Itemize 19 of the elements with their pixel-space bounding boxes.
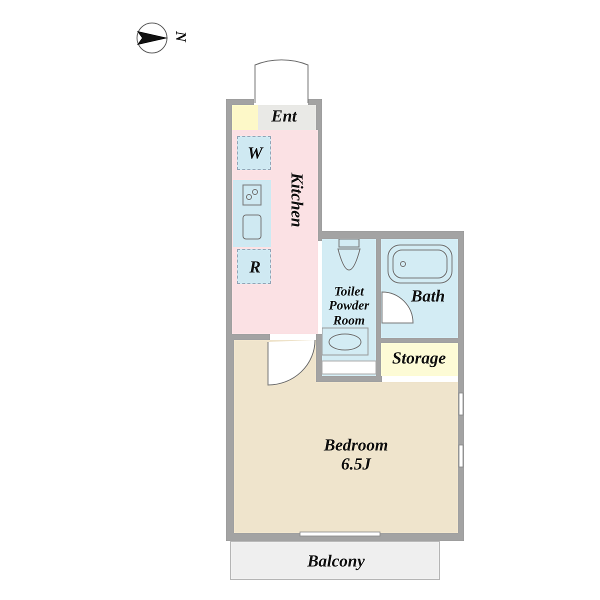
room-name: W [247,144,263,164]
cabinet-area [237,249,271,284]
room-name: Toilet Powder Room [328,284,370,328]
room-name: Bedroom [324,436,388,455]
room-area [232,130,318,334]
compass-letter: N [170,31,188,42]
room-name: Storage [392,350,446,368]
room-area [230,541,440,580]
room-area [234,340,458,533]
room-area [322,239,376,376]
room-name: 6.5J [340,455,372,474]
room-name: Balcony [307,552,365,572]
room-name: Kitchen [286,172,306,228]
room-name: R [249,258,261,277]
room-area [232,105,316,130]
room-area [381,343,458,376]
cabinet-area [237,136,271,170]
room-name: Ent [271,108,297,126]
room-name: Bath [410,288,446,306]
